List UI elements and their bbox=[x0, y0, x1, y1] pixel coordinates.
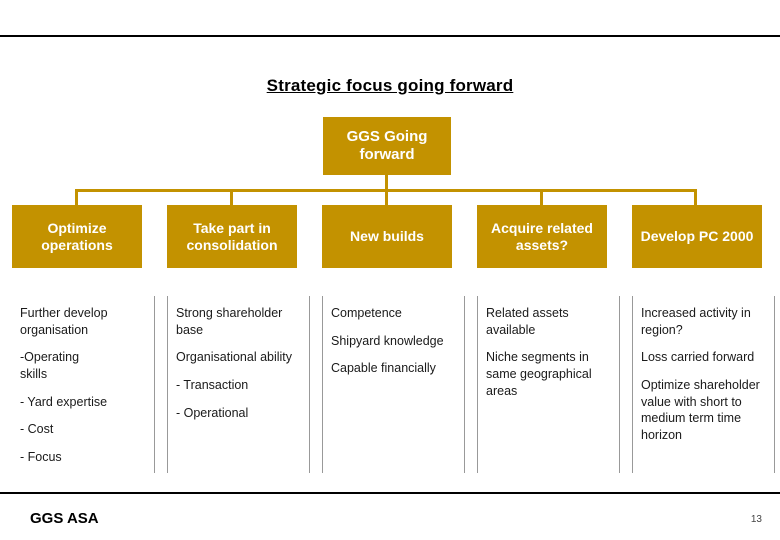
connector-drop-2 bbox=[230, 189, 233, 206]
category-header-develop-pc-2000: Develop PC 2000 bbox=[632, 205, 762, 268]
category-header-optimize-operations: Optimize operations bbox=[12, 205, 142, 268]
connector-drop-4 bbox=[540, 189, 543, 206]
list-item: - Focus bbox=[20, 449, 62, 464]
list-item: Capable financially bbox=[331, 361, 436, 376]
list-item: Shipyard knowledge bbox=[331, 333, 444, 348]
category-header-take-part-in-consolidation: Take part in consolidation bbox=[167, 205, 297, 268]
list-item: Organisational ability bbox=[176, 350, 293, 365]
connector-drop-3 bbox=[385, 189, 388, 206]
list-item: - Operational bbox=[176, 405, 249, 420]
list-item: - Yard expertise bbox=[20, 394, 108, 409]
footer-label: GGS ASA bbox=[30, 510, 99, 527]
bullet-list: Competence Shipyard knowledge Capable fi… bbox=[323, 296, 464, 377]
list-item: Optimize shareholder value with short to… bbox=[641, 377, 760, 442]
list-item: Further develop organisation bbox=[20, 306, 108, 337]
list-item: - Cost bbox=[20, 422, 54, 437]
list-item: Increased activity in region? bbox=[641, 306, 751, 337]
list-item: Competence bbox=[331, 306, 402, 320]
category-header-new-builds: New builds bbox=[322, 205, 452, 268]
column-panel-acquire-related-assets: Related assets available Niche segments … bbox=[477, 296, 620, 473]
bullet-list: Related assets available Niche segments … bbox=[478, 296, 619, 399]
list-item: -Operating skills bbox=[20, 350, 80, 381]
top-divider bbox=[0, 35, 780, 37]
list-item: Loss carried forward bbox=[641, 350, 755, 365]
connector-root-stem bbox=[385, 175, 388, 192]
column-panel-optimize-operations: Further develop organisation -Operating … bbox=[12, 296, 155, 473]
list-item: Strong shareholder base bbox=[176, 306, 283, 337]
column-panel-take-part-in-consolidation: Strong shareholder base Organisational a… bbox=[167, 296, 310, 473]
connector-drop-5 bbox=[694, 189, 697, 206]
bottom-divider bbox=[0, 492, 780, 494]
category-header-acquire-related-assets: Acquire related assets? bbox=[477, 205, 607, 268]
page-number: 13 bbox=[750, 514, 762, 525]
list-item: - Transaction bbox=[176, 377, 249, 392]
connector-drop-1 bbox=[75, 189, 78, 206]
bullet-list: Strong shareholder base Organisational a… bbox=[168, 296, 309, 421]
list-item: Related assets available bbox=[486, 306, 569, 337]
column-panel-develop-pc-2000: Increased activity in region? Loss carri… bbox=[632, 296, 775, 473]
list-item: Niche segments in same geographical area… bbox=[486, 350, 592, 398]
bullet-list: Increased activity in region? Loss carri… bbox=[633, 296, 774, 443]
root-node-ggs-going-forward: GGS Going forward bbox=[323, 117, 451, 175]
column-panel-new-builds: Competence Shipyard knowledge Capable fi… bbox=[322, 296, 465, 473]
bullet-list: Further develop organisation -Operating … bbox=[12, 296, 154, 465]
page-title: Strategic focus going forward bbox=[266, 76, 514, 95]
